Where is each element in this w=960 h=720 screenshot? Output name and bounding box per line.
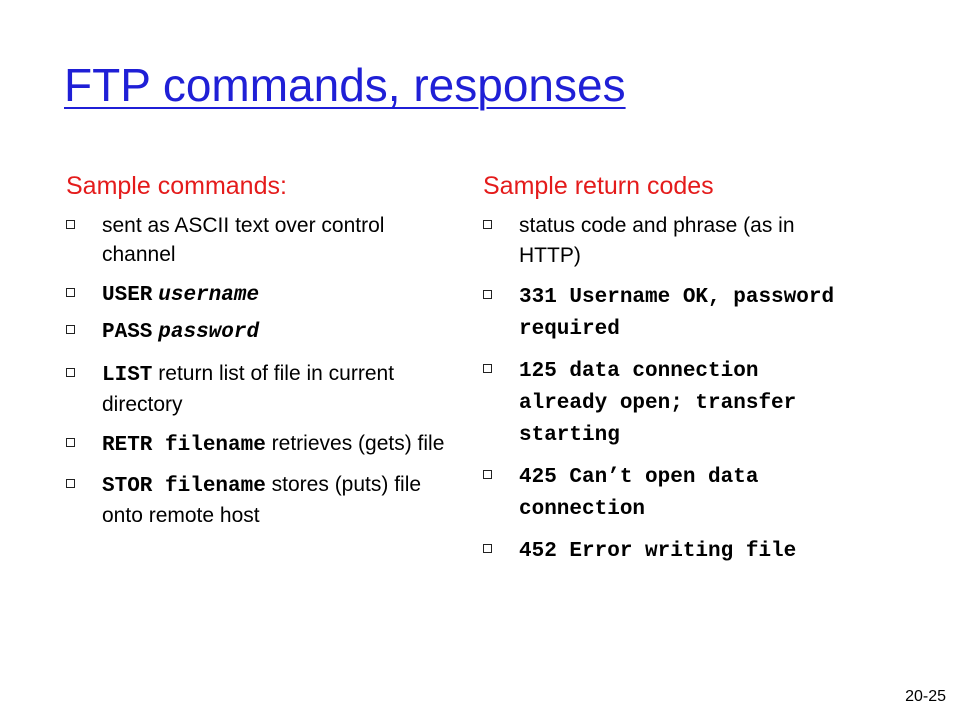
return-codes-list: status code and phrase (as in HTTP) 331 … <box>483 211 843 567</box>
command-code: PASS <box>102 321 153 344</box>
list-item: STOR filename stores (puts) file onto re… <box>66 470 446 530</box>
bullet-square-icon <box>483 364 492 373</box>
list-item: sent as ASCII text over control channel <box>66 211 446 269</box>
command-description: sent as ASCII text over control channel <box>102 214 385 266</box>
return-codes-heading: Sample return codes <box>483 172 714 200</box>
bullet-square-icon <box>66 288 75 297</box>
bullet-square-icon <box>66 325 75 334</box>
command-code: LIST <box>102 364 153 387</box>
slide-title: FTP commands, responses <box>64 59 626 111</box>
command-argument: username <box>158 284 260 307</box>
list-item: PASS password <box>66 316 446 347</box>
command-argument: password <box>158 321 260 344</box>
command-description: stores (puts) file onto remote host <box>102 473 422 527</box>
bullet-square-icon <box>483 290 492 299</box>
list-item: 452 Error writing file <box>483 535 843 567</box>
list-item: USER username <box>66 279 446 310</box>
bullet-square-icon <box>483 544 492 553</box>
bullet-square-icon <box>66 438 75 447</box>
command-description: retrieves (gets) file <box>271 432 445 455</box>
commands-heading: Sample commands: <box>66 172 287 200</box>
bullet-square-icon <box>483 470 492 479</box>
bullet-square-icon <box>66 479 75 488</box>
slide-number: 20-25 <box>905 688 946 705</box>
list-item: RETR filename retrieves (gets) file <box>66 429 446 460</box>
command-code: RETR filename <box>102 434 266 457</box>
return-code-description: status code and phrase (as in HTTP) <box>519 214 795 267</box>
list-item: 425 Can’t open data connection <box>483 461 843 525</box>
bullet-square-icon <box>483 220 492 229</box>
list-item: LIST return list of file in current dire… <box>66 359 446 419</box>
command-code: USER <box>102 284 153 307</box>
commands-list: sent as ASCII text over control channel … <box>66 211 446 530</box>
list-item: 331 Username OK, password required <box>483 281 843 345</box>
bullet-square-icon <box>66 368 75 377</box>
return-code: 452 Error writing file <box>519 540 797 563</box>
return-code: 425 Can’t open data connection <box>519 466 759 521</box>
command-description: return list of file in current directory <box>102 362 395 416</box>
bullet-square-icon <box>66 220 75 229</box>
return-code: 125 data connection already open; transf… <box>519 360 797 447</box>
return-code: 331 Username OK, password required <box>519 286 835 341</box>
return-codes-column: Sample return codes status code and phra… <box>483 172 843 577</box>
commands-column: Sample commands: sent as ASCII text over… <box>66 172 446 540</box>
list-item: 125 data connection already open; transf… <box>483 355 843 451</box>
list-item: status code and phrase (as in HTTP) <box>483 211 843 271</box>
command-code: STOR filename <box>102 475 266 498</box>
